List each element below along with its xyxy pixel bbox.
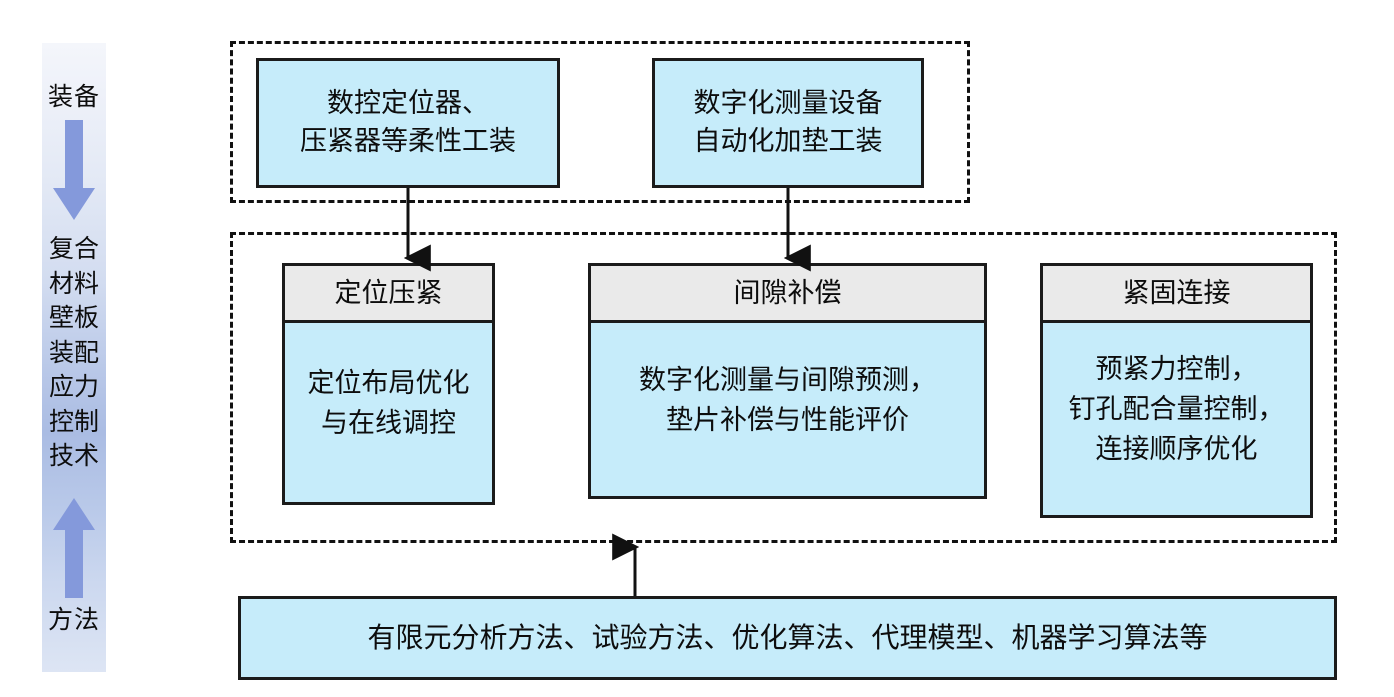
- process-card-line: 钉孔配合量控制，: [1068, 394, 1285, 425]
- rail-center-title: 复合 材料 壁板 装配 应力 控制 技术: [42, 232, 106, 474]
- process-card-line: 数字化测量与间隙预测，: [639, 364, 936, 396]
- rail-bottom-label: 方法: [47, 605, 100, 634]
- rail-center-line: 装配: [48, 337, 99, 367]
- process-card-body: 预紧力控制， 钉孔配合量控制， 连接顺序优化: [1043, 323, 1310, 515]
- process-card-gap-compensation[interactable]: 间隙补偿 数字化测量与间隙预测， 垫片补偿与性能评价: [588, 263, 987, 499]
- rail-center-line: 壁板: [48, 303, 99, 332]
- process-card-line: 连接顺序优化: [1095, 434, 1258, 465]
- process-card-body: 数字化测量与间隙预测， 垫片补偿与性能评价: [591, 323, 984, 496]
- arrow-down-icon: [53, 120, 95, 220]
- rail-center-line: 材料: [48, 268, 99, 298]
- process-card-body: 定位布局优化 与在线调控: [285, 323, 492, 502]
- process-card-title: 紧固连接: [1043, 266, 1310, 323]
- rail-top-label: 装备: [47, 82, 100, 111]
- rail-center-line: 复合: [48, 234, 99, 263]
- equipment-box-measurement-shimming[interactable]: 数字化测量设备 自动化加垫工装: [652, 58, 924, 188]
- equipment-box-line: 数字化测量设备: [693, 88, 883, 119]
- process-card-title: 定位压紧: [285, 266, 492, 323]
- methods-bar-text: 有限元分析方法、试验方法、优化算法、代理模型、机器学习算法等: [367, 621, 1208, 654]
- equipment-box-line: 数控定位器、: [327, 88, 489, 119]
- equipment-box-line: 压紧器等柔性工装: [300, 126, 516, 157]
- process-card-title: 间隙补偿: [591, 266, 984, 323]
- equipment-group-container: [230, 41, 970, 203]
- process-group-container: [230, 232, 1337, 543]
- equipment-box-line: 自动化加垫工装: [693, 126, 883, 157]
- methods-bar[interactable]: 有限元分析方法、试验方法、优化算法、代理模型、机器学习算法等: [238, 596, 1337, 680]
- arrow-up-icon: [53, 498, 95, 598]
- rail-center-line: 控制: [48, 406, 99, 436]
- process-card-line: 定位布局优化: [307, 367, 470, 399]
- process-card-line: 垫片补偿与性能评价: [666, 404, 909, 436]
- equipment-box-flexible-tooling[interactable]: 数控定位器、 压紧器等柔性工装: [256, 58, 560, 188]
- process-card-line: 与在线调控: [321, 407, 456, 439]
- process-card-fastening[interactable]: 紧固连接 预紧力控制， 钉孔配合量控制， 连接顺序优化: [1040, 263, 1313, 518]
- process-card-line: 预紧力控制，: [1095, 354, 1258, 385]
- rail-center-line: 技术: [48, 441, 99, 470]
- rail-center-line: 应力: [48, 372, 99, 401]
- process-card-positioning[interactable]: 定位压紧 定位布局优化 与在线调控: [282, 263, 495, 505]
